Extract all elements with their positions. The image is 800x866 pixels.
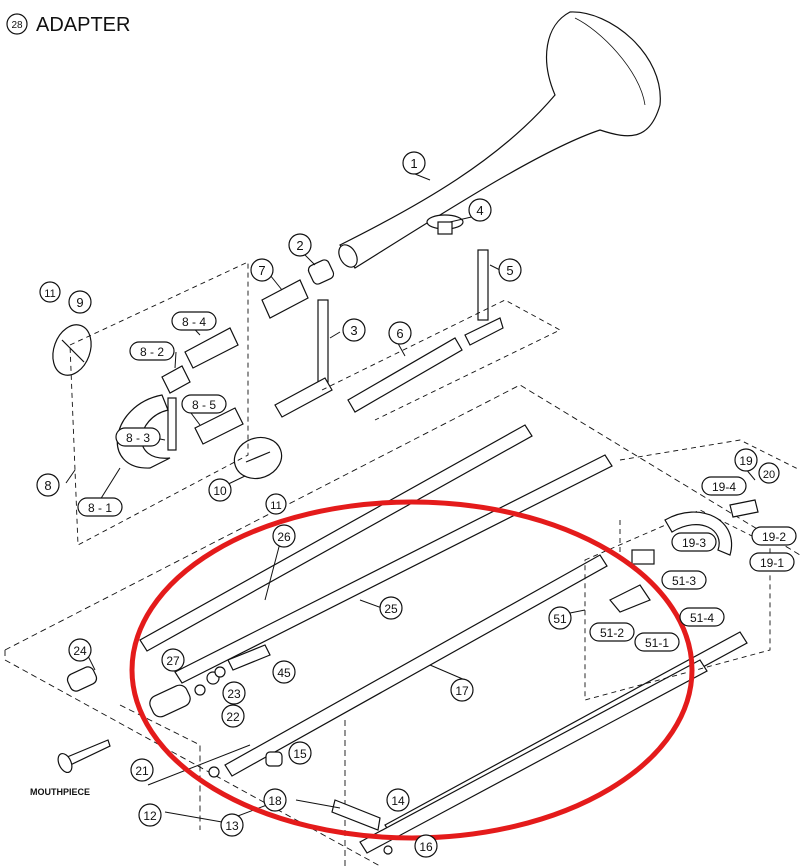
- label-14: 14: [391, 794, 405, 808]
- label-8-4: 8 - 4: [182, 315, 206, 329]
- label-19-2: 19-2: [762, 530, 786, 544]
- title-number-circle: [6, 13, 28, 35]
- label-51: 51: [553, 612, 567, 626]
- label-51-3: 51-3: [672, 574, 696, 588]
- label-22: 22: [226, 710, 240, 724]
- label-19-1: 19-1: [760, 556, 784, 570]
- label-8-2: 8 - 2: [140, 345, 164, 359]
- label-19-3: 19-3: [682, 536, 706, 550]
- label-1: 1: [410, 156, 417, 171]
- callouts: 1 4 2 5 7 3 6 11 9 8 10 11 26 25 17 51 1…: [30, 151, 797, 858]
- label-24: 24: [73, 644, 87, 658]
- label-26: 26: [277, 530, 291, 544]
- label-19: 19: [739, 454, 753, 468]
- label-7: 7: [258, 263, 265, 278]
- bell-part: [338, 11, 661, 269]
- label-10: 10: [213, 484, 227, 498]
- label-8-1: 8 - 1: [88, 501, 112, 515]
- label-11-top: 11: [44, 288, 55, 300]
- label-27: 27: [166, 654, 180, 668]
- label-8-5: 8 - 5: [192, 398, 216, 412]
- mouthpiece-label: MOUTHPIECE: [30, 787, 90, 797]
- label-45: 45: [277, 666, 291, 680]
- label-18: 18: [268, 794, 282, 808]
- label-13: 13: [225, 819, 239, 833]
- highlight-ellipse: [129, 499, 695, 841]
- label-15: 15: [293, 747, 307, 761]
- title-number: 28: [11, 20, 23, 31]
- label-2: 2: [296, 238, 303, 253]
- end-cap-right: [233, 436, 283, 480]
- label-4: 4: [476, 203, 483, 218]
- label-5: 5: [506, 263, 513, 278]
- label-19-4: 19-4: [712, 480, 736, 494]
- label-17: 17: [455, 684, 469, 698]
- slide-tube-part: [464, 249, 504, 346]
- label-20: 20: [763, 469, 775, 481]
- label-23: 23: [227, 687, 241, 701]
- label-6: 6: [396, 326, 403, 341]
- label-25: 25: [384, 602, 398, 616]
- label-21: 21: [135, 764, 149, 778]
- label-16: 16: [419, 840, 433, 854]
- label-9: 9: [76, 295, 83, 310]
- label-12: 12: [143, 809, 157, 823]
- label-11-bottom: 11: [270, 500, 281, 512]
- label-3: 3: [350, 323, 357, 338]
- label-8-3: 8 - 3: [126, 431, 150, 445]
- label-8: 8: [44, 478, 51, 493]
- label-51-4: 51-4: [690, 611, 714, 625]
- label-51-1: 51-1: [645, 636, 669, 650]
- diagram-title: ADAPTER: [36, 14, 130, 36]
- label-51-2: 51-2: [600, 626, 624, 640]
